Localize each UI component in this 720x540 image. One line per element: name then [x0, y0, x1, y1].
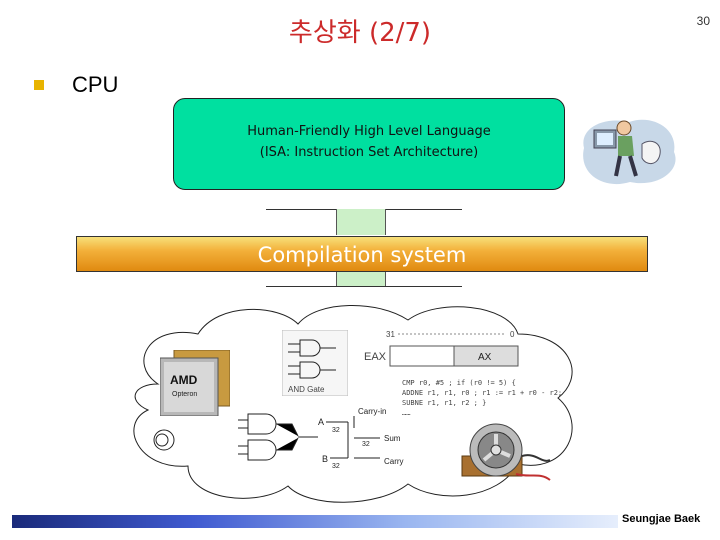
footer-gradient-bar	[12, 515, 618, 528]
adder-bus-width: 32	[332, 463, 340, 468]
code-line: SUBNE r1, r1, r2 ; }	[402, 399, 487, 407]
register-name: EAX	[364, 351, 387, 363]
logic-circuit-diagram	[238, 413, 318, 461]
adder-input-b: B	[322, 454, 328, 464]
connector-line-bottom	[266, 286, 462, 287]
adder-carry-in: Carry-in	[358, 407, 386, 416]
person-clipart-icon	[583, 119, 676, 185]
high-level-language-box: Human-Friendly High Level Language (ISA:…	[173, 98, 565, 190]
page-number: 30	[696, 14, 710, 28]
hll-line-1: Human-Friendly High Level Language	[247, 124, 491, 139]
connector-shaft-top	[336, 209, 386, 235]
bullet-text: CPU	[72, 72, 119, 97]
compilation-system-bar: Compilation system	[76, 236, 648, 272]
adder-bus-width: 32	[332, 427, 340, 434]
adder-bus-width: 32	[362, 441, 370, 448]
assembly-code: CMP r0, #5 ; if (r0 != 5) { ADDNE r1, r1…	[402, 378, 562, 418]
code-line: ……	[402, 409, 411, 417]
adder-input-a: A	[318, 417, 324, 427]
code-line: CMP r0, #5 ; if (r0 != 5) {	[402, 379, 516, 387]
amd-cpu-chip-icon: AMD Opteron	[160, 350, 230, 416]
and-gate-label: AND Gate	[288, 385, 325, 394]
slide-title: 추상화 (2/7)	[288, 18, 432, 48]
register-bit-high: 31	[386, 330, 395, 339]
eax-register-diagram: 31 0 EAX AX	[364, 330, 519, 367]
register-sub: AX	[478, 352, 492, 363]
author-name: Seungjae Baek	[622, 513, 701, 525]
cpu-cooler-fan-icon	[461, 423, 551, 481]
adder-carry: Carry	[384, 457, 404, 466]
code-line: ADDNE r1, r1, r0 ; r1 := r1 + r0 - r2;	[402, 389, 563, 397]
bullet-marker	[34, 80, 44, 90]
connector-shaft-bottom	[336, 272, 386, 286]
adder-sum: Sum	[384, 434, 401, 443]
register-bit-low: 0	[510, 330, 515, 339]
hll-line-2: (ISA: Instruction Set Architecture)	[259, 145, 479, 160]
amd-brand-text: AMD	[170, 373, 198, 387]
amd-model-text: Opteron	[172, 391, 197, 398]
adder-diagram: A B Carry-in Sum Carry 32 32 32	[318, 407, 404, 468]
and-gate-diagram: AND Gate	[282, 330, 348, 396]
